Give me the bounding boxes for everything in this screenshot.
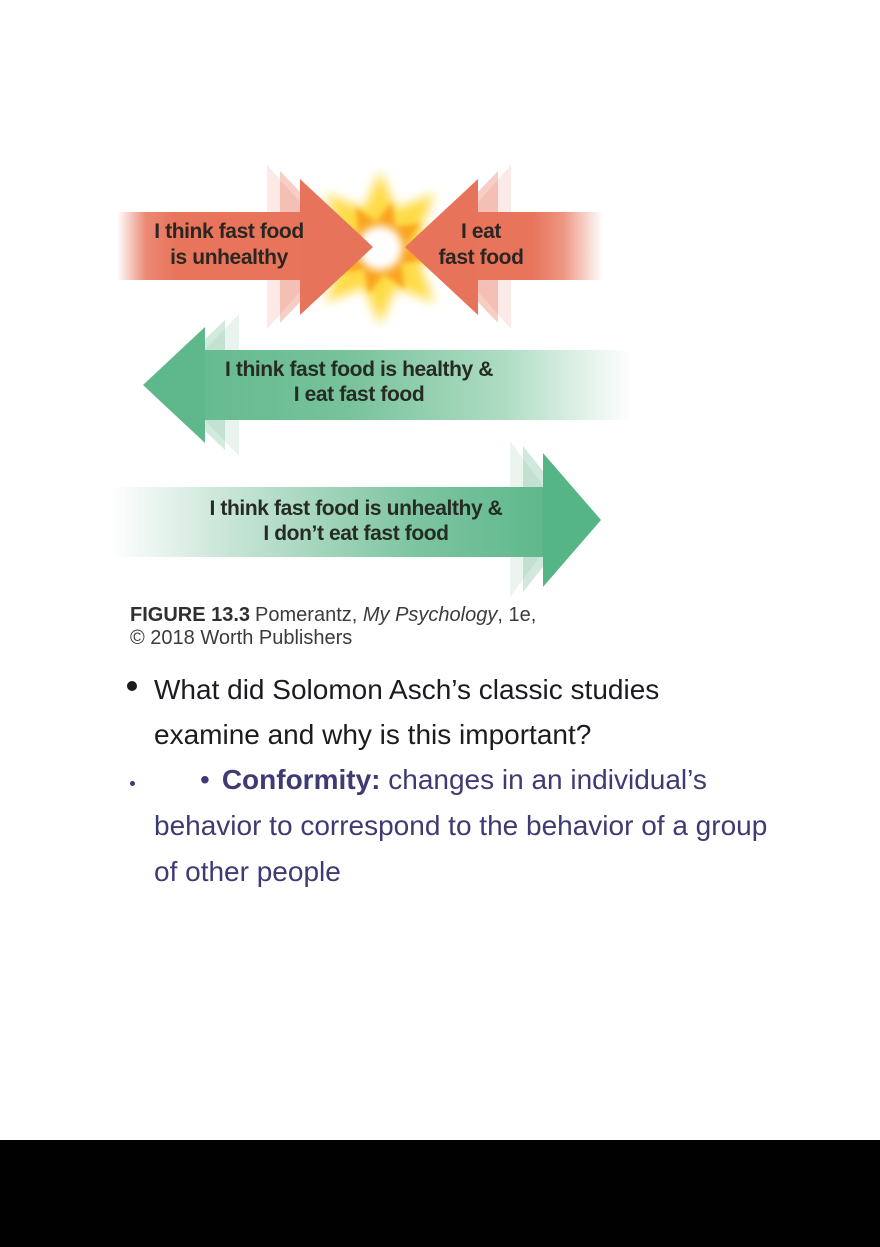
green-arrow-left-label: I think fast food is healthy & I eat fas… <box>224 358 494 406</box>
sub-bullet-icon <box>130 781 135 786</box>
slide-canvas: I think fast food is unhealthy I eat fas… <box>100 165 782 895</box>
red-arrow-right-label: I eat fast food <box>438 220 524 269</box>
question-bullet-text: What did Solomon Asch’s classic studies … <box>154 674 660 750</box>
red-arrow-right-body <box>478 212 608 280</box>
red-arrow-right-head-icon <box>405 179 478 315</box>
conformity-definition: changes in an individual’s behavior to c… <box>154 764 768 887</box>
green-arrow-right-body <box>100 487 543 557</box>
green-arrow-left-head-icon <box>143 327 205 443</box>
red-arrow-left-head-icon <box>300 179 373 315</box>
figure-number: FIGURE 13.3 <box>130 604 251 626</box>
bullet-icon <box>127 681 137 691</box>
green-arrow-right-label: I think fast food is unhealthy & I don’t… <box>209 497 503 545</box>
red-arrow-left-body <box>117 212 300 280</box>
green-arrow-right-head-icon <box>543 453 601 587</box>
bottom-letterbox-bar <box>0 1140 880 1247</box>
green-arrow-left-body <box>205 350 645 420</box>
caption-edition: , 1e, <box>497 604 537 626</box>
inner-bullet-icon: • <box>200 764 210 795</box>
red-arrow-left-label: I think fast food is unhealthy <box>154 220 304 269</box>
conformity-term: Conformity: <box>221 764 381 795</box>
caption-book-title: My Psychology <box>362 604 498 626</box>
conformity-bullet-text: • Conformity: changes in an individual’s … <box>154 757 782 895</box>
caption-copyright: © 2018 Worth Publishers <box>130 627 353 649</box>
caption-author: Pomerantz, <box>255 604 363 626</box>
